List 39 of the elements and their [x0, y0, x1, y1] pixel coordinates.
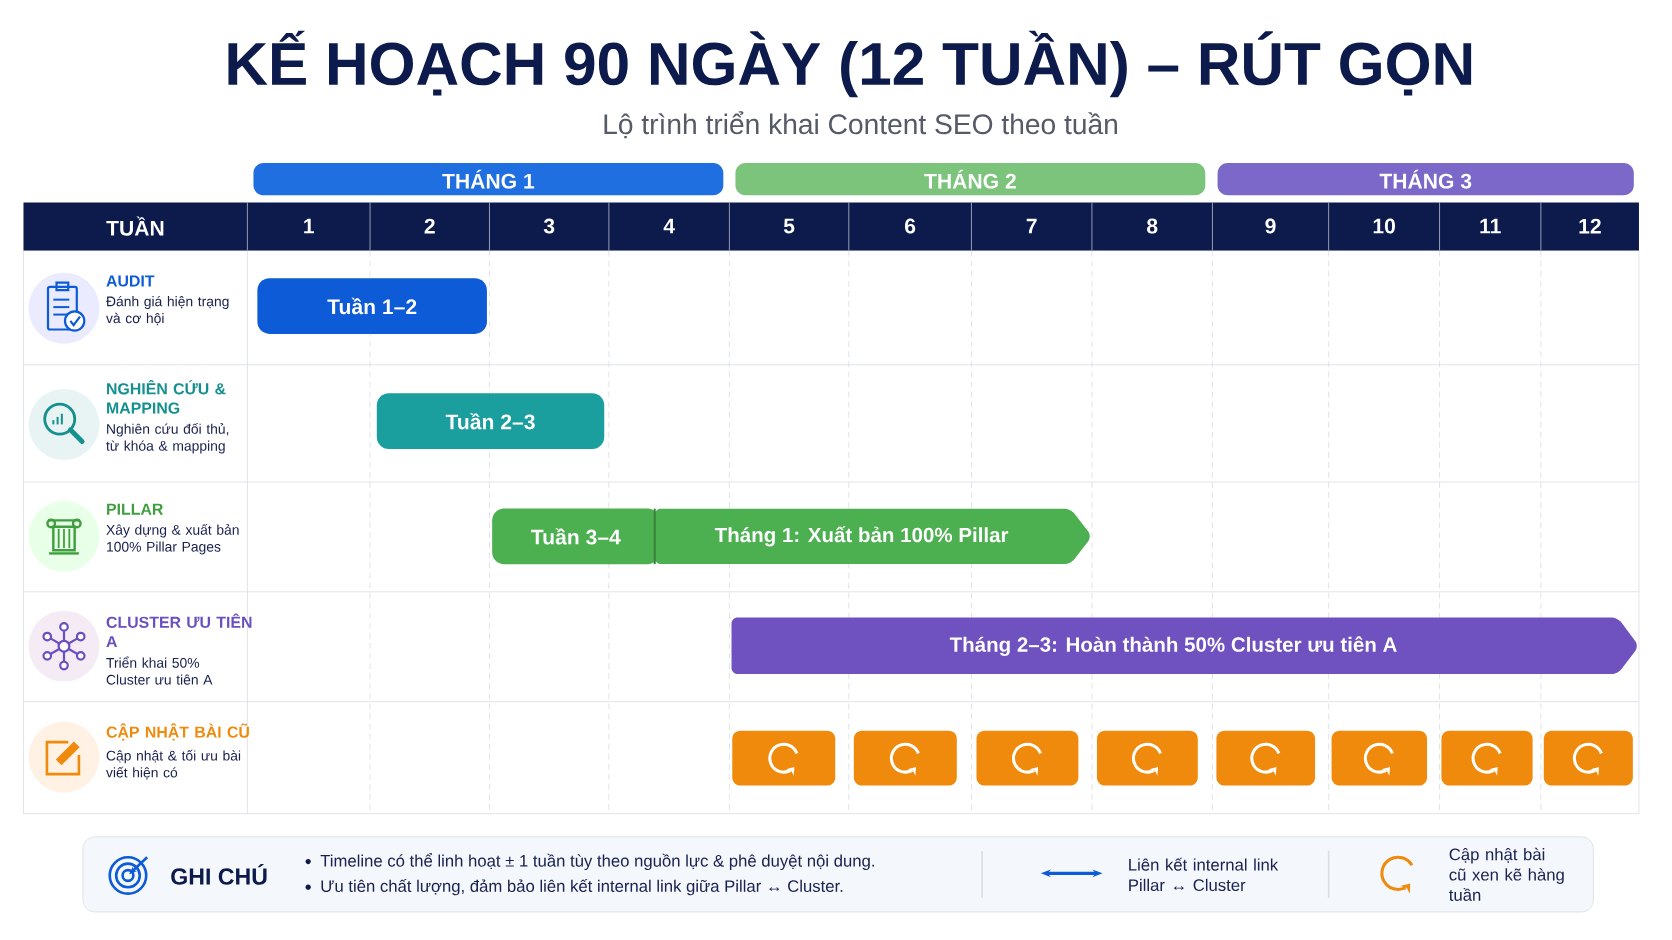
week-number: 9 [1265, 218, 1276, 234]
timeline-bar: Tuần 3–4 [492, 508, 660, 564]
legend-text: Cập nhật bài cũ xen kẽ hàng tuần [1449, 847, 1564, 901]
row-description: Xây dựng & xuất bản 100% Pillar Pages [106, 523, 239, 555]
row-title: NGHIÊN CỨU & MAPPING [107, 379, 226, 414]
row-description: Triển khai 50% Cluster ưu tiên A [106, 656, 213, 685]
timeline-bar: Tháng 2–3: Hoàn thành 50% Cluster ưu tiên A [731, 617, 1637, 674]
row-description: Cập nhật & tối ưu bài viết hiện có [106, 749, 241, 780]
week-number: 7 [1026, 218, 1037, 234]
note-heading: GHI CHÚ [171, 863, 267, 885]
week-number: 2 [424, 218, 435, 234]
week-number: 1 [304, 218, 314, 234]
timeline-bar: Tuần 1–2 [257, 277, 487, 334]
week-number: 11 [1480, 218, 1501, 234]
legend-text: Liên kết internal link Pillar ↔ Cluster [1129, 857, 1279, 891]
row-title: PILLAR [107, 503, 164, 515]
month-band: THÁNG 1 [253, 162, 724, 196]
note-text: Ưu tiên chất lượng, đảm bảo liên kết internal link giữa Pillar ↔ Cluster. [305, 878, 843, 896]
month-band: THÁNG 3 [1217, 162, 1634, 196]
note-panel [82, 836, 1594, 913]
timeline-bar: Tháng 1: Xuất bản 100% Pillar [653, 508, 1090, 564]
row-description: Nghiên cứu đối thủ, từ khóa & mapping [106, 422, 229, 454]
week-number: 5 [783, 218, 795, 234]
row-title: AUDIT [106, 275, 155, 287]
month-band: THÁNG 2 [735, 162, 1206, 196]
note-text: Timeline có thể linh hoạt ± 1 tuần tùy theo nguồn lực & phê duyệt nội dung. [305, 852, 874, 870]
week-number: 3 [543, 218, 555, 234]
week-number: 4 [663, 218, 675, 234]
week-number: 10 [1373, 218, 1395, 234]
row-title: CẬP NHẬT BÀI CŨ [106, 723, 249, 741]
week-number: 6 [905, 218, 916, 234]
row-description: Đánh giá hiện trạng và cơ hội [106, 295, 229, 325]
row-title: CLUSTER ƯU TIÊN A [106, 613, 252, 647]
week-number: 12 [1579, 218, 1601, 234]
subtitle: Lộ trình triển khai Content SEO theo tuần [604, 111, 1117, 139]
timeline-bar: Tuần 2–3 [376, 393, 605, 449]
week-number: 8 [1146, 218, 1158, 234]
column-header: TUẦN [106, 216, 164, 236]
title: KẾ HOẠCH 90 NGÀY (12 TUẦN) – RÚT GỌN [228, 30, 1472, 98]
